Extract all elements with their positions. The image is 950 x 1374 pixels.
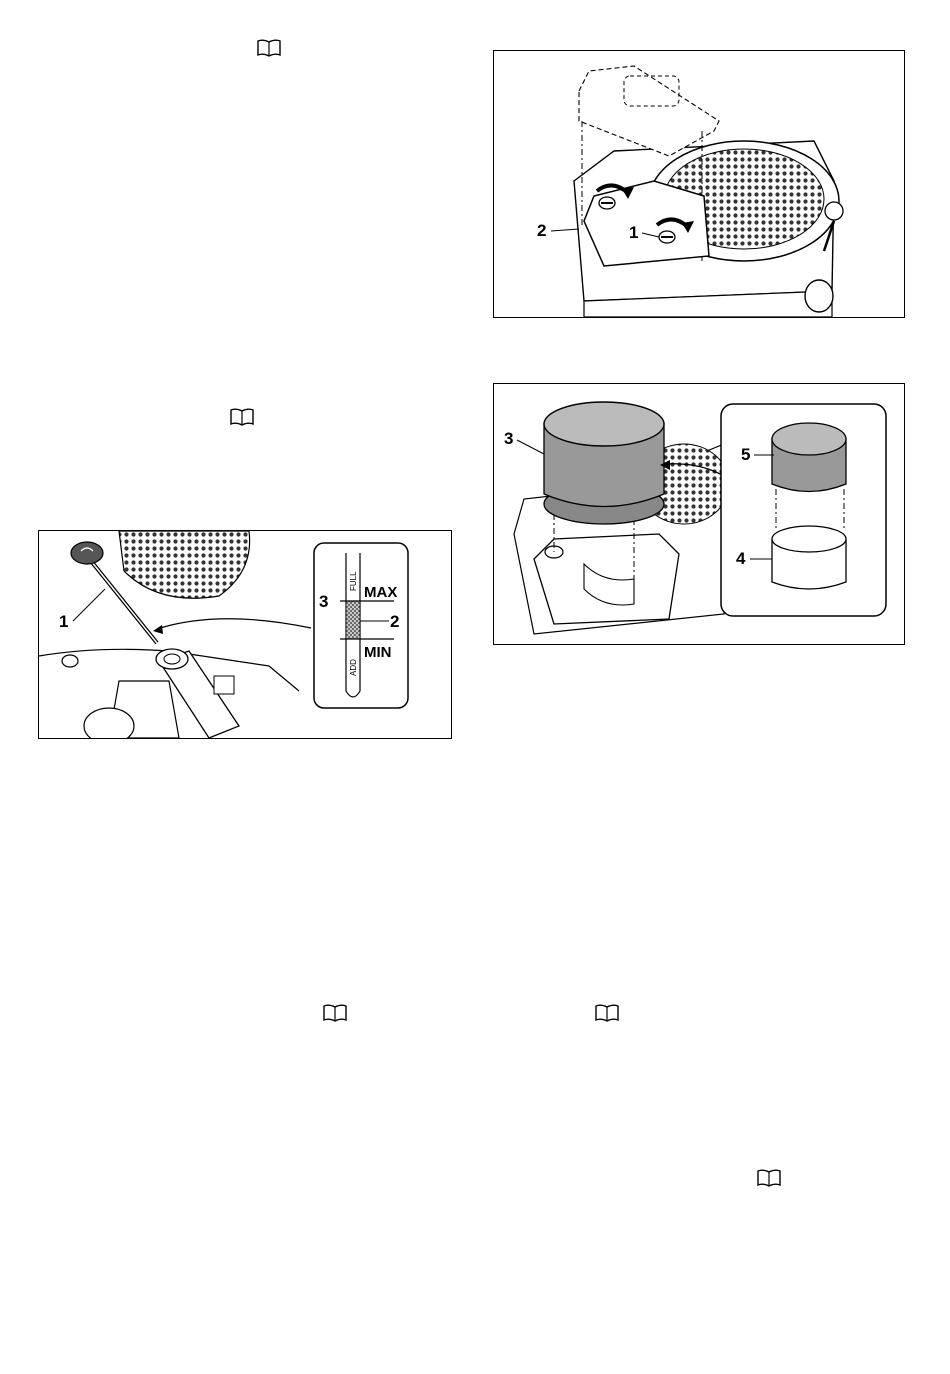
figure-air-filter: 3 5 4 bbox=[493, 383, 905, 645]
air-filter-illustration: 3 5 4 bbox=[494, 384, 904, 644]
marking-max: MAX bbox=[364, 584, 397, 601]
book-icon bbox=[230, 408, 254, 426]
callout-1: 1 bbox=[59, 612, 68, 631]
callout-3: 3 bbox=[319, 592, 328, 611]
callout-1: 1 bbox=[629, 223, 638, 242]
cover-knob-left bbox=[599, 197, 615, 209]
book-icon bbox=[757, 1169, 781, 1187]
callout-2: 2 bbox=[390, 612, 399, 631]
marking-full: FULL bbox=[349, 571, 358, 591]
callout-3: 3 bbox=[504, 429, 513, 448]
figure-dipstick: FULL ADD MAX MIN 1 3 2 bbox=[38, 530, 452, 739]
dipstick-illustration: FULL ADD MAX MIN 1 3 2 bbox=[39, 531, 451, 738]
callout-2: 2 bbox=[537, 221, 546, 240]
book-icon bbox=[257, 39, 281, 57]
figure-air-cleaner-cover: 1 2 bbox=[493, 50, 905, 318]
marking-min: MIN bbox=[364, 644, 392, 661]
book-icon bbox=[595, 1004, 619, 1022]
marking-add: ADD bbox=[349, 659, 358, 676]
cover-knob-right bbox=[659, 231, 675, 243]
book-icon bbox=[323, 1004, 347, 1022]
air-cleaner-cover-illustration: 1 2 bbox=[494, 51, 904, 317]
callout-4: 4 bbox=[736, 549, 746, 568]
callout-5: 5 bbox=[741, 445, 750, 464]
